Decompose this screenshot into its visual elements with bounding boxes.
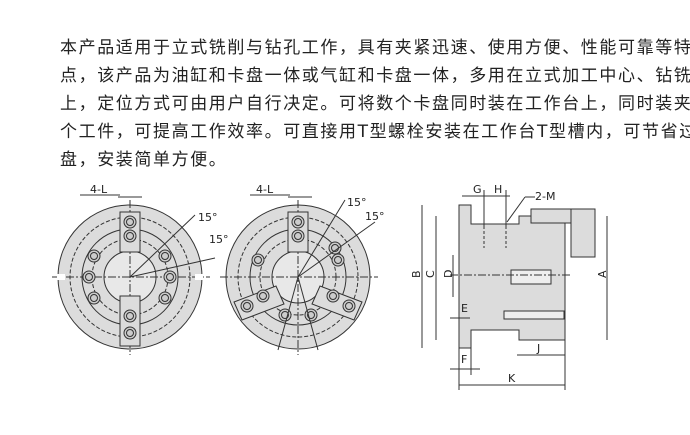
angle-label: 15° (209, 233, 229, 246)
angle-label: 15° (365, 210, 385, 223)
chuck-front-view-right (220, 194, 378, 355)
dim-label-K: K (508, 372, 516, 385)
angle-label: 15° (198, 211, 218, 224)
slot-label: 4-L (90, 183, 108, 196)
dim-label-E: E (461, 302, 468, 315)
dim-label-A: A (596, 270, 609, 278)
dim-label-H: H (494, 183, 502, 196)
description-line: 本产品适用于立式铣削与钻孔工作，具有夹紧迅速、使用方便、性能可靠等特 (60, 38, 690, 58)
chuck-front-view-left (52, 194, 216, 355)
description-line: 点，该产品为油缸和卡盘一体或气缸和卡盘一体，多用在立式加工中心、钻铣床 (60, 66, 690, 86)
dim-label-B: B (410, 270, 423, 278)
dim-label-C: C (424, 270, 437, 278)
product-description: 本产品适用于立式铣削与钻孔工作，具有夹紧迅速、使用方便、性能可靠等特 点，该产品… (60, 34, 690, 174)
slot-label: 4-L (256, 183, 274, 196)
description-line: 个工件，可提高工作效率。可直接用T型螺栓安装在工作台T型槽内，可节省过渡 (60, 122, 690, 142)
dim-label-D: D (442, 270, 455, 278)
dim-label-F: F (461, 353, 467, 366)
dim-label-G: G (473, 183, 482, 196)
chuck-side-view (421, 190, 608, 390)
dim-label-M: 2-M (535, 190, 555, 203)
description-line: 盘，安装简单方便。 (60, 150, 228, 170)
dim-label-J: J (536, 342, 540, 355)
description-line: 上，定位方式可由用户自行决定。可将数个卡盘同时装在工作台上，同时装夹数 (60, 94, 690, 114)
angle-label: 15° (347, 196, 367, 209)
